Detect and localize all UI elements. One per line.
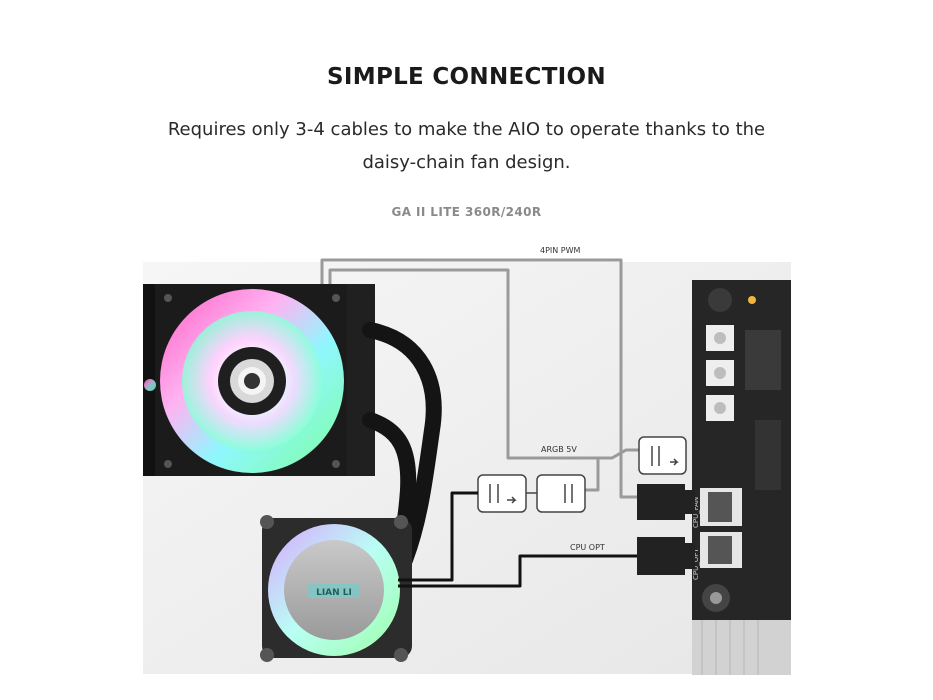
cpu-fan-plug [637,484,695,520]
description-text: Requires only 3-4 cables to make the AIO… [167,119,766,173]
pwm-label: 4PIN PWM [540,246,581,255]
inline-connector-right [526,474,586,513]
pump-cables [398,491,640,588]
model-label: GA II LITE 360R/240R [391,205,542,219]
cpu-opt-plug [637,537,695,575]
cpu-opt-label: CPU OPT [570,543,605,552]
pump-head: LIAN LI [260,515,412,662]
argb-board-connector [598,436,687,475]
cpu-fan-header-label: CPU_FAN [692,497,700,528]
radiator-fan [143,284,375,476]
cpu-opt-header-label: CPU_OPT [692,548,700,580]
inline-connector-left [477,474,527,513]
motherboard: CPU_FAN CPU_OPT [692,280,791,675]
pwm-cable [320,258,640,499]
page-title: SIMPLE CONNECTION [327,64,606,90]
pump-logo: LIAN LI [316,588,352,598]
argb-label: ARGB 5V [541,445,577,454]
